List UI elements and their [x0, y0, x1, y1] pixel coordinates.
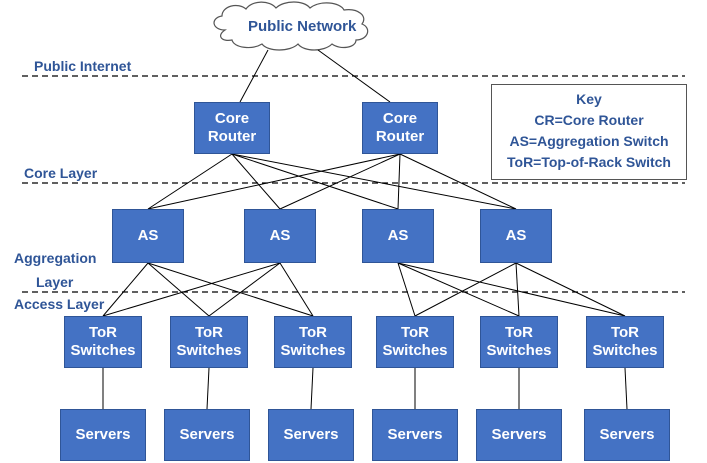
public-network-cloud: [213, 1, 369, 51]
link-core1-as1: [147, 153, 233, 210]
tor-switch-1: ToR Switches: [64, 316, 142, 368]
tor-switch-3-line2: Switches: [280, 342, 346, 359]
key-item-aggregation-switch: AS=Aggregation Switch: [509, 133, 669, 149]
link-as2-tor1: [102, 262, 281, 317]
link-tor6-servers6: [624, 367, 628, 410]
tor-switch-3-line1: ToR: [298, 324, 328, 341]
servers-1: Servers: [60, 409, 146, 461]
core-layer-label: Core Layer: [24, 165, 98, 181]
link-cloud-core-1: [239, 49, 269, 103]
aggregation-layer-label-line1: Aggregation: [14, 250, 97, 266]
aggregation-switch-4: AS: [480, 209, 552, 263]
link-as1-tor1: [102, 262, 149, 317]
core-router-2-line2: Router: [375, 128, 425, 145]
tor-switch-4-line2: Switches: [382, 342, 448, 359]
tor-switch-4-line1: ToR: [400, 324, 430, 341]
tor-switch-3: ToR Switches: [274, 316, 352, 368]
key-title: Key: [576, 91, 602, 107]
tor-switch-5-line1: ToR: [504, 324, 534, 341]
link-as3-tor4: [397, 262, 416, 317]
tor-switch-6-line1: ToR: [610, 324, 640, 341]
core-router-1-line1: Core: [214, 110, 250, 127]
core-router-1-line2: Router: [207, 128, 257, 145]
link-as2-tor2: [208, 262, 281, 317]
link-cloud-core-2: [317, 49, 391, 103]
link-tor3-servers3: [310, 367, 314, 410]
core-router-2-line1: Core: [382, 110, 418, 127]
core-router-1: Core Router: [194, 102, 270, 154]
public-internet-label: Public Internet: [34, 58, 132, 74]
link-tor2-servers2: [206, 367, 210, 410]
tor-switch-5: ToR Switches: [480, 316, 558, 368]
link-as1-tor3: [147, 262, 314, 317]
servers-3: Servers: [268, 409, 354, 461]
key-item-core-router: CR=Core Router: [534, 112, 644, 128]
public-network-label: Public Network: [248, 18, 357, 35]
aggregation-switch-3: AS: [362, 209, 434, 263]
servers-4: Servers: [372, 409, 458, 461]
link-core1-as4: [231, 153, 517, 210]
link-core1-as3: [231, 153, 399, 210]
tor-switch-2-line2: Switches: [176, 342, 242, 359]
tor-switch-1-line2: Switches: [70, 342, 136, 359]
link-core1-as2: [231, 153, 281, 210]
servers-6: Servers: [584, 409, 670, 461]
core-router-2: Core Router: [362, 102, 438, 154]
network-links: [102, 49, 628, 410]
tor-switch-6: ToR Switches: [586, 316, 664, 368]
key-item-tor-switch: ToR=Top-of-Rack Switch: [507, 154, 671, 170]
servers-5: Servers: [476, 409, 562, 461]
link-core2-as3: [397, 153, 401, 210]
link-as4-tor4: [414, 262, 517, 317]
link-as1-tor2: [147, 262, 210, 317]
tor-switch-5-line2: Switches: [486, 342, 552, 359]
tor-switch-2: ToR Switches: [170, 316, 248, 368]
access-layer-label: Access Layer: [14, 296, 105, 312]
link-core2-as1: [147, 153, 401, 210]
aggregation-switch-2: AS: [244, 209, 316, 263]
link-as4-tor6: [515, 262, 626, 317]
link-as3-tor6: [397, 262, 626, 317]
tor-switch-2-line1: ToR: [194, 324, 224, 341]
aggregation-layer-label-line2: Layer: [36, 274, 74, 290]
link-as4-tor5: [515, 262, 520, 317]
tor-switch-4: ToR Switches: [376, 316, 454, 368]
tor-switch-1-line1: ToR: [88, 324, 118, 341]
link-as3-tor5: [397, 262, 520, 317]
servers-2: Servers: [164, 409, 250, 461]
aggregation-switch-1: AS: [112, 209, 184, 263]
link-core2-as4: [399, 153, 517, 210]
tor-switch-6-line2: Switches: [592, 342, 658, 359]
link-as2-tor3: [279, 262, 314, 317]
link-core2-as2: [279, 153, 401, 210]
key-legend: Key CR=Core Router AS=Aggregation Switch…: [491, 84, 687, 180]
